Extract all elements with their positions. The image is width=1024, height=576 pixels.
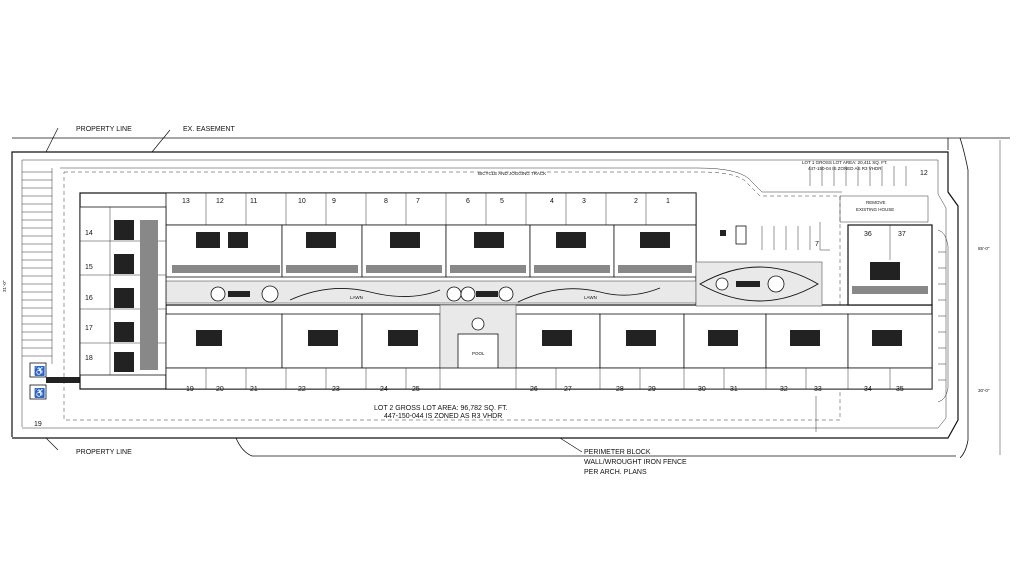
unit-number: 12 [920,170,928,177]
label-lot1-area: LOT 1 GROSS LOT AREA: 20,411 SQ. FT. [802,160,888,165]
label-remove-1: REMOVE [866,200,886,205]
east-curb [937,229,949,403]
unit-number: 11 [250,198,257,205]
label-lawn-1: LAWN [350,295,363,300]
leader-easement [151,129,171,153]
unit-number: 4 [550,198,554,205]
label-fence-3: PER ARCH. PLANS [584,469,647,476]
top-unit-strip [165,192,697,226]
unit-number: 10 [298,198,306,205]
top-unit-dividers [205,193,647,225]
unit-number: 36 [864,231,872,238]
unit-number: 1 [666,198,670,205]
unit-number: 9 [332,198,336,205]
right-edge-stalls [938,251,946,381]
bottom-unit-strip [165,367,933,390]
unit-number: 8 [384,198,388,205]
label-dim-right-2: 30'-0" [978,388,990,393]
unit-number: 3 [582,198,586,205]
accessible-stalls: ♿ ♿ [29,362,80,400]
unit-number: 27 [564,386,572,393]
label-lawn-2: LAWN [584,295,597,300]
unit-number: 2 [634,198,638,205]
unit-number: 13 [182,198,190,205]
unit-number: 24 [380,386,388,393]
unit-number: 6 [466,198,470,205]
svg-text:♿: ♿ [34,387,45,398]
unit-number: 7 [815,241,819,248]
label-property-line-top: PROPERTY LINE [76,126,132,133]
curved-walkway [289,287,661,303]
unit-number: 12 [216,198,224,205]
unit-number: 5 [500,198,504,205]
unit-number: 14 [85,230,93,237]
label-lot2-zoning: 447-150-044 IS ZONED AS R3 VHDR [384,413,502,420]
label-fence-2: WALL/WROUGHT IRON FENCE [584,459,687,466]
perimeter-wall [21,159,947,429]
top-row-unit-numbers: 13 12 11 10 9 8 7 6 5 4 3 2 1 [182,198,670,205]
svg-text:♿: ♿ [34,365,45,376]
leader-fence [559,437,583,453]
bottom-unit-dividers [205,368,891,389]
label-pool: POOL [472,351,485,356]
left-column-unit-numbers: 14 15 16 17 18 [85,230,93,362]
unit-number: 33 [814,386,822,393]
unit-number: 18 [85,355,93,362]
unit-number: 19 [186,386,194,393]
unit-number: 30 [698,386,706,393]
label-property-line-bottom: PROPERTY LINE [76,449,132,456]
unit-number: 35 [896,386,904,393]
bottom-row-unit-numbers: 19 20 21 22 23 24 25 26 27 28 29 30 31 3… [186,386,904,393]
unit-number: 34 [864,386,872,393]
existing-house-outline [839,195,929,223]
trash-enclosure [735,225,747,245]
unit-number: 22 [298,386,306,393]
unit-number: 23 [332,386,340,393]
left-column-dividers [80,207,166,375]
bottom-unit-interiors [165,313,933,369]
unit-number: 20 [216,386,224,393]
unit-number: 19 [34,421,42,428]
label-remove-2: EXISTING HOUSE [856,207,894,212]
label-easement: EX. EASEMENT [183,126,235,133]
label-fence-1: PERIMETER BLOCK [584,449,651,456]
unit-number: 15 [85,264,93,271]
label-dim-right-1: 85'-0" [978,246,990,251]
courtyard-furniture [210,285,514,303]
top-unit-interiors [165,224,697,278]
unit-number: 25 [412,386,420,393]
property-line-outer [11,151,959,439]
label-bicycle-track: BICYCLE AND JOGGING TRACK [478,171,546,176]
leader-property-line-bottom [45,437,59,451]
south-property-curve [235,437,956,457]
label-dim-left: 31'-0" [2,280,7,292]
east-courtyard-path [699,266,819,302]
unit-number: 28 [616,386,624,393]
unit-number: 21 [250,386,258,393]
drive-aisle-line [60,167,842,193]
unit-number: 32 [780,386,788,393]
unit-number: 31 [730,386,738,393]
leader-property-line-top [45,127,59,153]
spa [471,317,485,331]
unit-number: 26 [530,386,538,393]
label-lot1-zoning: 447-150-04 IS ZONED AS R3 VHDR [808,166,882,171]
label-lot2-area: LOT 2 GROSS LOT AREA: 96,782 SQ. FT. [374,405,508,412]
unit-number: 29 [648,386,656,393]
unit-number: 7 [416,198,420,205]
unit-number: 37 [898,231,906,238]
unit-number: 17 [85,325,93,332]
left-parking-stalls [22,168,53,364]
east-parking-stalls [761,166,907,250]
unit-number: 16 [85,295,93,302]
right-property-curve [947,137,969,459]
